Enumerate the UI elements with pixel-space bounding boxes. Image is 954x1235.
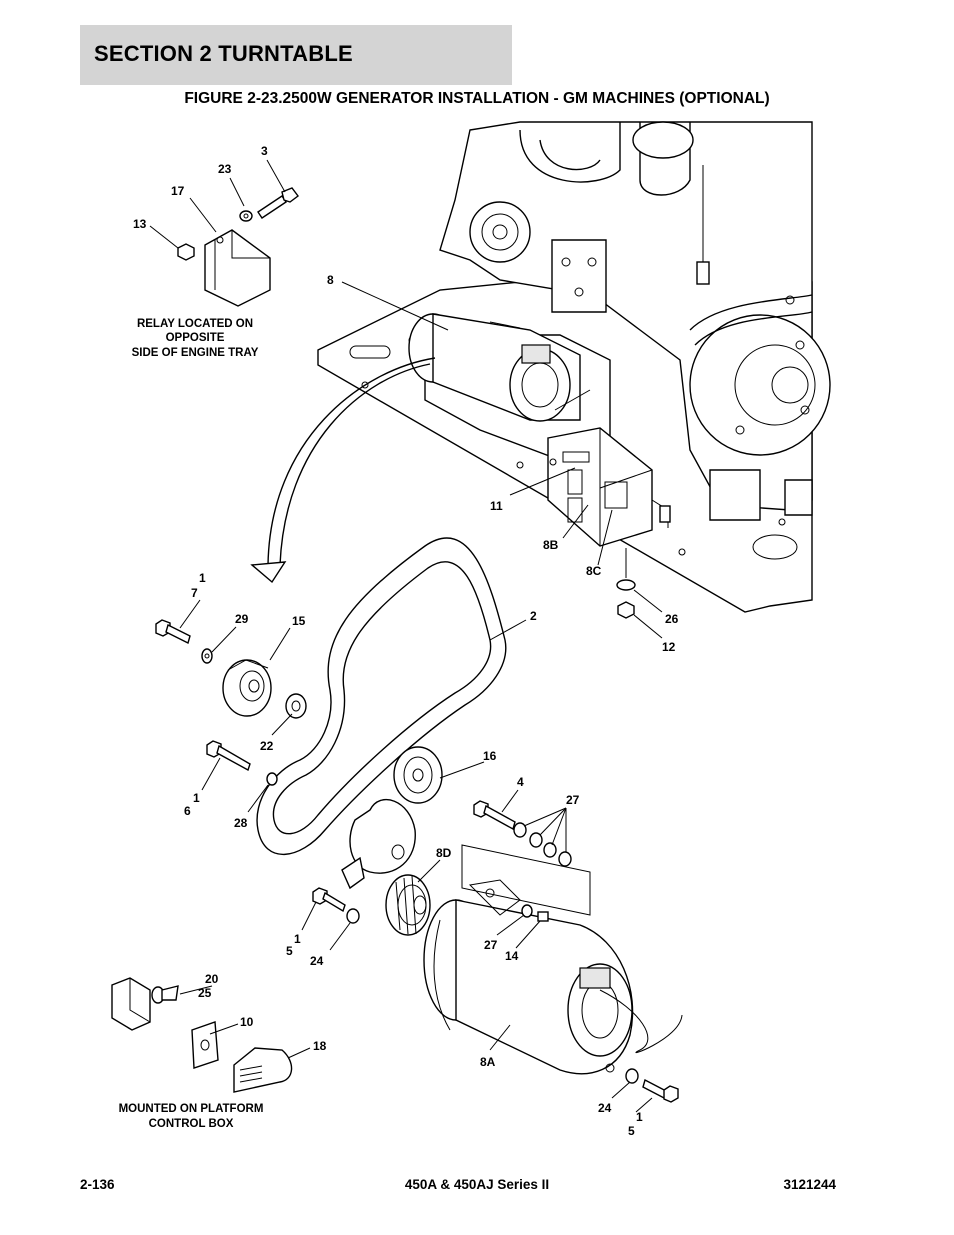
platform-note-line-1: MOUNTED ON PLATFORM [119,1103,264,1115]
callout-2: 2 [530,609,537,623]
callout-labels: 3 23 17 13 8 11 8B 8C 26 12 1 7 29 15 2 … [133,144,679,1138]
callout-4: 4 [517,775,524,789]
mount-bolt-washers [461,800,591,916]
callout-8b: 8B [543,538,559,552]
leader-lines [149,159,663,1113]
figure-title: FIGURE 2-23.2500W GENERATOR INSTALLATION… [184,90,770,107]
relay-assembly [177,187,299,307]
callout-17: 17 [171,184,185,198]
callout-27-a: 27 [566,793,580,807]
callout-8a: 8A [480,1055,496,1069]
callout-27-b: 27 [484,938,498,952]
section-header: SECTION 2 TURNTABLE [80,25,512,85]
section-title: SECTION 2 TURNTABLE [94,41,353,66]
callout-7: 7 [191,586,198,600]
callout-16: 16 [483,749,497,763]
document-number: 3121244 [783,1177,836,1192]
relocation-arrow [250,357,436,584]
callout-23: 23 [218,162,232,176]
callout-24-a: 24 [310,954,324,968]
callout-1-a: 1 [199,571,206,585]
callout-1-d: 1 [636,1110,643,1124]
callout-15: 15 [292,614,306,628]
drive-belt [256,537,507,856]
idler-pulley-assembly [155,619,307,719]
generator-bolt-left [312,887,360,924]
callout-8d: 8D [436,846,452,860]
callout-10: 10 [240,1015,254,1029]
callout-14: 14 [505,949,519,963]
relay-note: RELAY LOCATED ON OPPOSITE SIDE OF ENGINE… [132,318,259,359]
callout-5-a: 5 [286,944,293,958]
tensioner-bolt [206,740,278,786]
generator-bolt-right [625,1068,679,1103]
callout-1-b: 1 [193,791,200,805]
callout-6: 6 [184,804,191,818]
callout-25: 25 [198,986,212,1000]
callout-8c: 8C [586,564,602,578]
callout-5-b: 5 [628,1124,635,1138]
callout-12: 12 [662,640,676,654]
outlet-box [547,427,671,619]
callout-11: 11 [490,499,503,513]
callout-24-b: 24 [598,1101,612,1115]
callout-3: 3 [261,144,268,158]
platform-note-line-2: CONTROL BOX [149,1118,234,1130]
generator-8a [385,874,683,1075]
callout-1-c: 1 [294,932,301,946]
relay-note-line-3: SIDE OF ENGINE TRAY [132,347,259,359]
relay-note-line-2: OPPOSITE [166,332,225,344]
callout-29: 29 [235,612,249,626]
relay-note-line-1: RELAY LOCATED ON [137,318,253,330]
callout-28: 28 [234,816,248,830]
page-number: 2-136 [80,1177,115,1192]
engine-tray-assembly [317,121,831,613]
callout-22: 22 [260,739,274,753]
callout-8: 8 [327,273,334,287]
belt-tensioner [341,746,443,890]
callout-26: 26 [665,612,679,626]
model-name: 450A & 450AJ Series II [404,1177,550,1192]
callout-20: 20 [205,972,219,986]
callout-13: 13 [133,217,147,231]
callout-18: 18 [313,1039,327,1053]
platform-note: MOUNTED ON PLATFORM CONTROL BOX [119,1103,264,1130]
